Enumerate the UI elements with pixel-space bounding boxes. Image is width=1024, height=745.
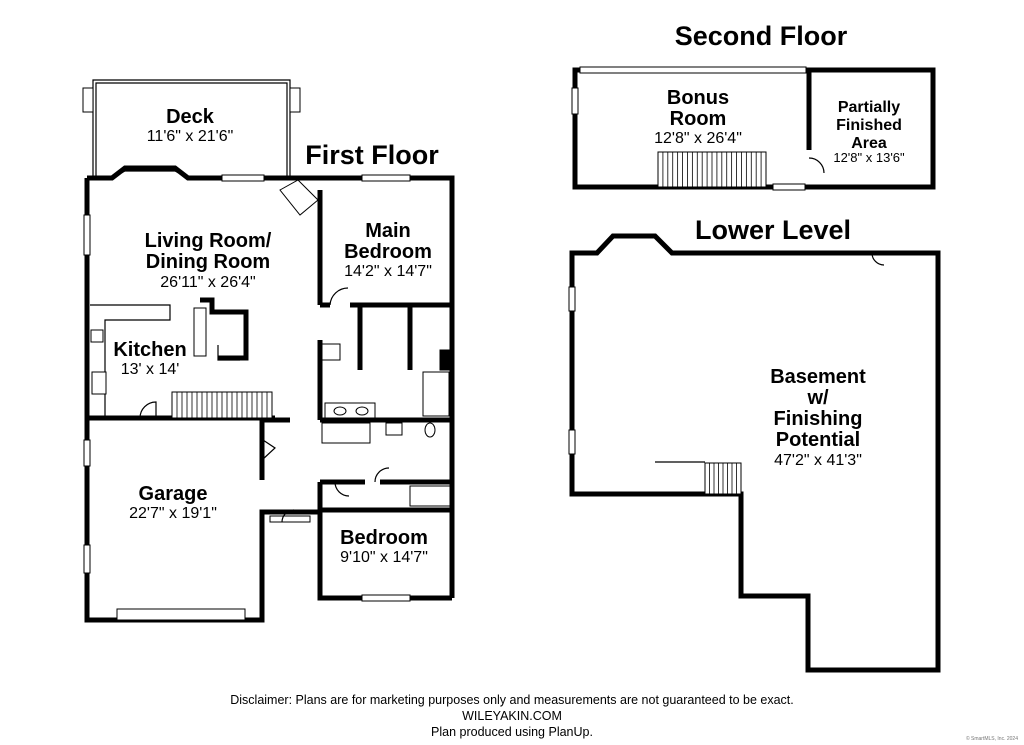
deck-dimensions: 11'6" x 21'6" (147, 128, 234, 145)
living-room-dimensions: 26'11" x 26'4" (160, 274, 255, 291)
copyright-text: © SmartMLS, Inc. 2024 (965, 736, 1018, 742)
garage-label: Garage (139, 483, 208, 505)
bedroom-label: Bedroom (340, 527, 428, 549)
disclaimer-text: Disclaimer: Plans are for marketing purp… (230, 693, 794, 707)
kitchen-label: Kitchen (113, 339, 186, 361)
first-floor-doors (139, 287, 390, 523)
partial-area-label-line3: Area (851, 135, 887, 152)
kitchen-counters (90, 297, 249, 418)
basement-label-line4: Potential (776, 429, 860, 451)
basement-label-line2: w/ (806, 387, 829, 409)
bonus-room-label-line2: Room (670, 108, 727, 130)
plan-credit-text: Plan produced using PlanUp. (431, 725, 593, 739)
bonus-room-dimensions: 12'8" x 26'4" (654, 130, 742, 147)
website-text: WILEYAKIN.COM (462, 709, 562, 723)
deck-label: Deck (166, 106, 215, 128)
first-floor-interior-walls (87, 190, 452, 510)
first-floor-windows (83, 174, 411, 621)
bathroom-fixtures (321, 343, 453, 507)
first-floor (82, 79, 455, 623)
deck-outline (82, 79, 301, 178)
basement-label-line3: Finishing (774, 408, 863, 430)
bedroom-dimensions: 9'10" x 14'7" (340, 549, 428, 566)
basement-dimensions: 47'2" x 41'3" (774, 452, 862, 469)
dining-room-label: Dining Room (146, 251, 270, 273)
partial-area-label-line2: Finished (836, 117, 902, 134)
bonus-room-label-line1: Bonus (667, 87, 729, 109)
lower-level-title: Lower Level (695, 215, 851, 245)
stair-treads (176, 152, 762, 494)
main-bedroom-label-line1: Main (365, 220, 411, 242)
basement-label-line1: Basement (770, 366, 866, 388)
kitchen-dimensions: 13' x 14' (121, 361, 180, 378)
lower-level (568, 233, 941, 673)
partial-area-dimensions: 12'8" x 13'6" (833, 150, 905, 165)
main-bedroom-dimensions: 14'2" x 14'7" (344, 263, 432, 280)
living-room-label: Living Room/ (145, 230, 272, 252)
partial-area-label-line1: Partially (838, 99, 900, 116)
main-bedroom-label-line2: Bedroom (344, 241, 432, 263)
first-floor-exterior-wall (84, 165, 455, 623)
second-floor-title: Second Floor (675, 21, 848, 51)
garage-dimensions: 22'7" x 19'1" (129, 505, 217, 522)
first-floor-title: First Floor (305, 140, 439, 170)
